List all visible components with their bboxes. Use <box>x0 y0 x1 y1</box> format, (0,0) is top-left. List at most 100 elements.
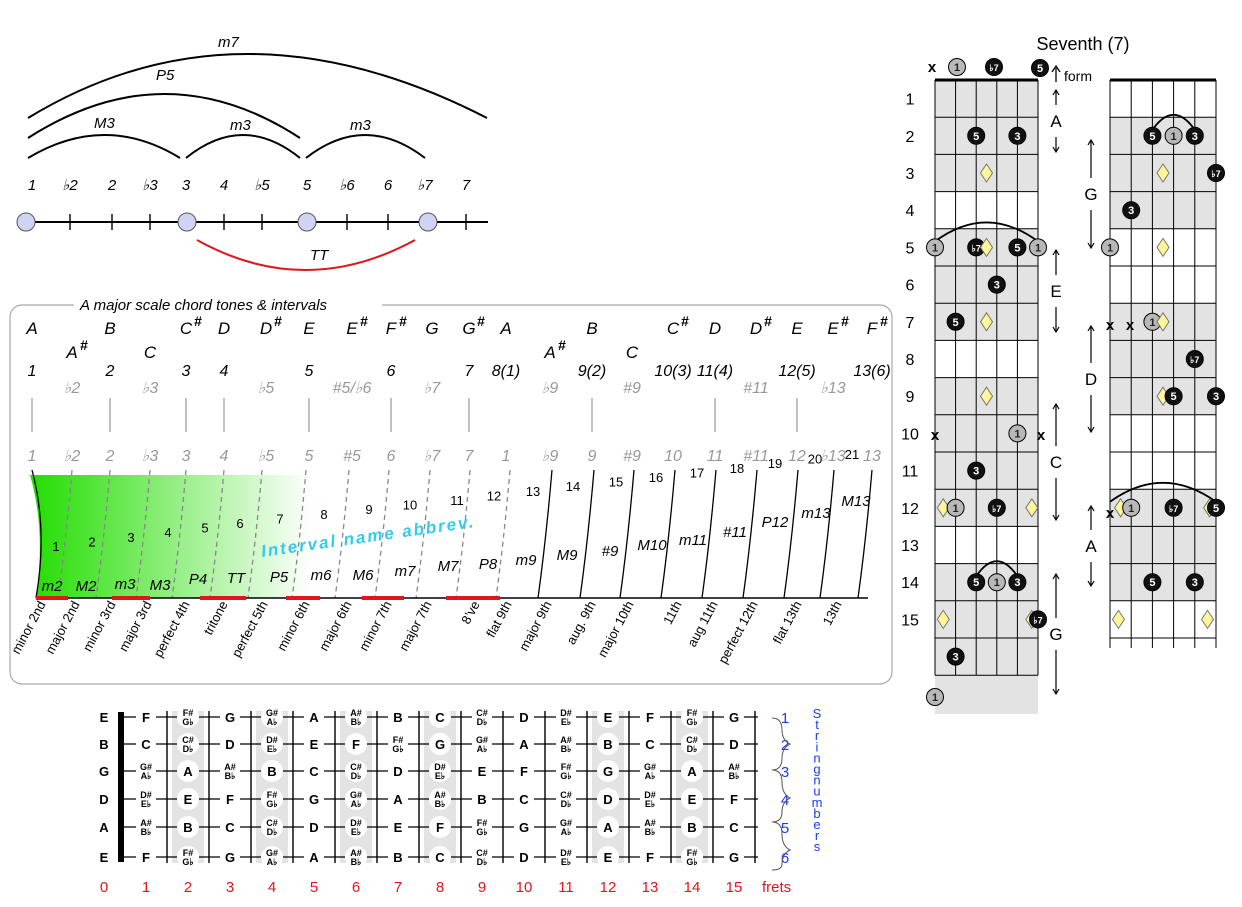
note-backing <box>640 709 660 725</box>
gradient-fill <box>30 475 500 598</box>
chord-tone-root: 1 <box>1008 424 1027 443</box>
dot-label: ♭7 <box>972 243 981 253</box>
note-sharp: D# <box>350 818 362 828</box>
form-letter: A <box>1085 537 1097 556</box>
note-flat: G♭ <box>686 857 697 867</box>
panel-title-backing <box>74 296 382 314</box>
interval-curve <box>619 469 635 599</box>
note-backing <box>177 733 199 755</box>
tritone-label: TT <box>310 247 330 264</box>
interval-curve <box>374 469 390 599</box>
dot-circle <box>1101 238 1119 257</box>
degree-label: ♭6 <box>339 177 355 194</box>
note-flat: G♭ <box>182 717 193 727</box>
note-backing <box>514 763 534 779</box>
note-backing <box>345 733 367 755</box>
note-natural: A <box>393 792 403 807</box>
label-m3-a: m3 <box>230 117 251 134</box>
degree-upper: 13(6) <box>853 363 890 380</box>
semitone-count: 2 <box>88 534 95 549</box>
degree-lower: #11 <box>743 448 769 465</box>
note-natural: F <box>226 792 234 807</box>
nut <box>118 712 124 862</box>
fret-number: 2 <box>184 879 192 896</box>
dot-label: 1 <box>953 503 959 515</box>
scale-diamond <box>1200 609 1215 630</box>
chord-tone-fifth: 5 <box>1031 59 1049 77</box>
note-backing <box>136 709 156 725</box>
vertical-letter: b <box>813 806 820 821</box>
fret-note: F#G♭ <box>177 706 199 728</box>
semitone-count: 9 <box>365 502 372 517</box>
note-flat: D♭ <box>351 771 362 781</box>
interval-curve <box>95 469 111 599</box>
degree-upper: #9 <box>623 380 641 397</box>
note-sharp: G# <box>560 818 572 828</box>
fret-note: G <box>724 849 744 865</box>
note-name: C <box>180 319 193 338</box>
note-backing <box>220 819 240 835</box>
form-arrow-up <box>1087 324 1095 363</box>
note-backing <box>261 706 283 728</box>
fret-note: F#G♭ <box>261 788 283 810</box>
degree-upper: 8(1) <box>492 363 520 380</box>
chord-tone-seventh: ♭7 <box>987 498 1006 517</box>
interval-curve <box>701 469 717 599</box>
scale-panel-title: A major scale chord tones & intervals <box>79 297 328 314</box>
chord-tone-marker <box>297 212 317 232</box>
scale-diamond <box>979 386 994 407</box>
dot-circle <box>948 58 966 76</box>
semitone-count: 13 <box>526 484 540 499</box>
note-flat: A♭ <box>351 799 362 809</box>
dot-label: 5 <box>973 131 979 143</box>
vertical-letter: s <box>814 839 821 854</box>
semitone-count: 19 <box>768 456 782 471</box>
chord-tone-fifth: 5 <box>967 573 986 592</box>
fret-note: F#G♭ <box>177 846 199 868</box>
note-natural: E <box>184 792 193 807</box>
fret-note: E <box>472 763 492 779</box>
fret-note: A <box>597 816 619 838</box>
degree-label: 3 <box>182 177 191 194</box>
degree-label: ♭3 <box>142 177 158 194</box>
form-arrow-up <box>1087 504 1095 530</box>
interval-abbrev: m3 <box>115 576 136 593</box>
note-backing <box>556 736 576 752</box>
fret-note: F <box>724 791 744 807</box>
note-natural: C <box>309 764 319 779</box>
fret-note: C <box>304 763 324 779</box>
arc-m3-major <box>27 134 181 159</box>
arc-p5 <box>27 93 301 139</box>
note-sharp: G# <box>476 735 488 745</box>
note-natural: G <box>225 850 235 865</box>
sharp-sign: # <box>399 313 407 329</box>
interval-abbrev: P5 <box>270 569 289 586</box>
chord-tone-root: 1 <box>926 688 944 706</box>
open-string: G <box>99 764 109 779</box>
fret-note: G#A♭ <box>556 818 576 837</box>
dot-label: 5 <box>953 317 959 329</box>
note-backing <box>136 849 156 865</box>
fret-number: 0 <box>100 879 108 896</box>
semitone-count: 1 <box>52 539 59 554</box>
dot-label: 5 <box>1037 63 1043 75</box>
interval-abbrev: m7 <box>395 563 416 580</box>
fret-note: C#D♭ <box>681 733 703 755</box>
string-number: 6 <box>781 850 789 867</box>
vertical-letter: m <box>812 795 823 810</box>
interval-curve <box>247 469 263 599</box>
note-natural: A <box>309 710 319 725</box>
dot-circle <box>987 573 1006 592</box>
note-flat: E♭ <box>267 744 277 754</box>
note-sharp: F# <box>183 848 194 858</box>
note-flat: D♭ <box>477 717 488 727</box>
chart-fret-number: 14 <box>901 575 919 592</box>
degree-label: ♭7 <box>417 177 433 194</box>
fret-number: 12 <box>600 879 617 896</box>
dot-label: 1 <box>954 62 960 74</box>
